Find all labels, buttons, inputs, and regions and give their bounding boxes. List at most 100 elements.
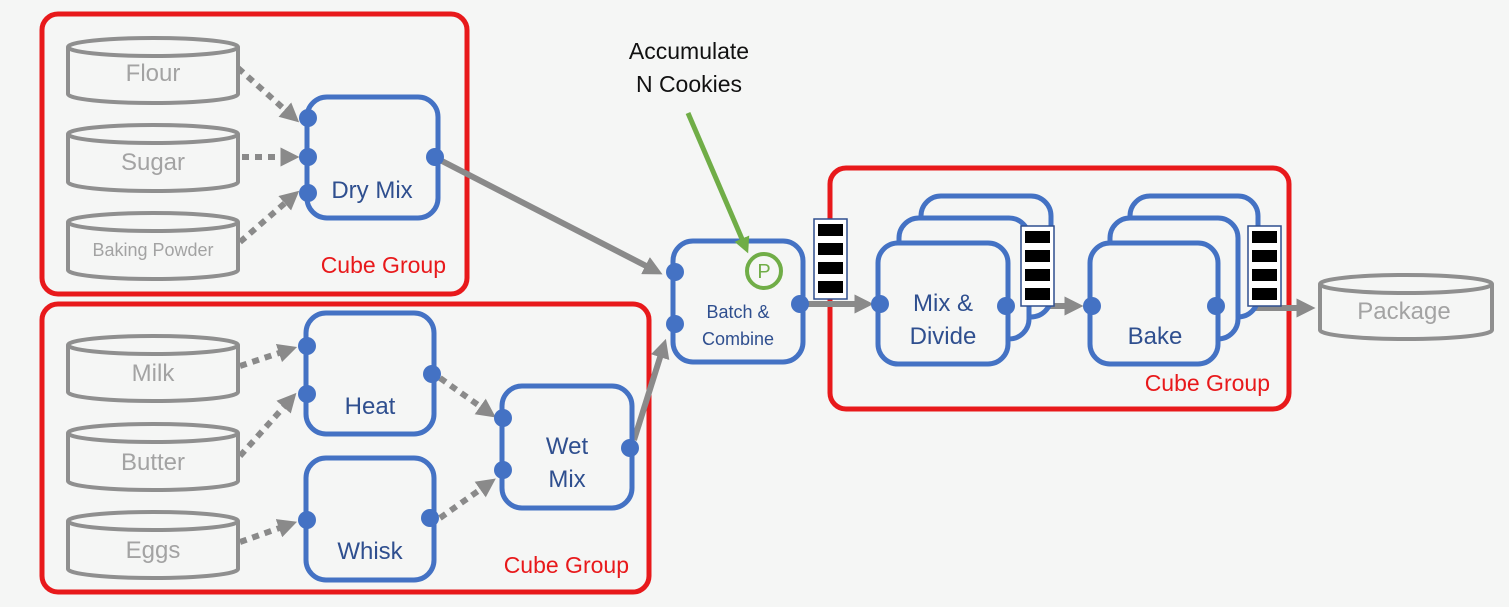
accumulate-annotation: Accumulate N Cookies xyxy=(629,38,750,254)
cylinder-body xyxy=(1318,284,1494,341)
queue-slot xyxy=(818,224,843,236)
cylinder-body xyxy=(66,433,240,492)
cylinder-top xyxy=(66,334,240,356)
cylinder-top xyxy=(66,123,240,145)
queue-slot xyxy=(1025,269,1050,281)
input-port xyxy=(666,315,684,333)
step-label-line-2: Divide xyxy=(910,323,977,350)
queue-slot xyxy=(1025,231,1050,243)
group-label: Cube Group xyxy=(321,252,446,278)
flow-eggs-to-whisk xyxy=(238,519,298,545)
step-dry-mix: Dry Mix xyxy=(299,94,444,221)
source-label: Milk xyxy=(132,360,176,387)
step-label: Heat xyxy=(345,393,396,420)
cylinder-top xyxy=(66,36,240,58)
source-label: Sugar xyxy=(121,149,185,176)
flow-whisk-to-wet-mix xyxy=(438,478,496,521)
queue-slot xyxy=(1252,269,1277,281)
flow-flour-to-dry-mix xyxy=(236,65,300,123)
step-label-line-1: Wet xyxy=(546,433,589,460)
queue-slot xyxy=(1252,250,1277,262)
output-port xyxy=(421,509,439,527)
group-frame xyxy=(39,301,652,595)
step-mix-divide: Mix & Divide xyxy=(871,193,1054,367)
queue-slot xyxy=(1025,250,1050,262)
output-port xyxy=(791,295,809,313)
cylinder-top xyxy=(1318,273,1494,295)
queue-after-batch xyxy=(813,218,848,300)
input-port xyxy=(298,511,316,529)
step-label-line-2: Mix xyxy=(548,466,585,493)
source-label: Baking Powder xyxy=(92,240,213,260)
group-label: Cube Group xyxy=(504,552,629,578)
flow-baking-powder-to-dry-mix xyxy=(238,190,300,245)
input-port xyxy=(298,337,316,355)
source-label: Flour xyxy=(126,60,181,87)
source-eggs: Eggs xyxy=(66,510,240,580)
queue-slot xyxy=(818,262,843,274)
step-label-line-2: Combine xyxy=(702,329,774,349)
queue-after-mix-divide xyxy=(1020,225,1055,307)
step-wet-mix: Wet Mix xyxy=(494,383,639,511)
partition-badge xyxy=(745,252,783,290)
sink-package: Package xyxy=(1318,273,1494,341)
source-baking-powder: Baking Powder xyxy=(66,211,240,281)
flow-heat-to-wet-mix xyxy=(438,375,496,418)
step-label: Dry Mix xyxy=(331,177,412,204)
partition-badge-label: P xyxy=(757,261,770,283)
step-heat: Heat xyxy=(298,310,441,437)
dry-cube-group: Cube Group xyxy=(39,11,470,297)
output-port xyxy=(423,365,441,383)
queue-slot xyxy=(1025,288,1050,300)
input-port xyxy=(298,385,316,403)
output-port xyxy=(426,148,444,166)
input-port xyxy=(299,184,317,202)
flow-wet-mix-to-batch xyxy=(631,338,670,441)
cylinder-body xyxy=(66,47,240,105)
input-port xyxy=(871,295,889,313)
input-port xyxy=(299,148,317,166)
input-port xyxy=(494,461,512,479)
group-label: Cube Group xyxy=(1145,370,1270,396)
output-port xyxy=(997,297,1015,315)
wet-cube-group: Cube Group xyxy=(39,301,652,595)
source-sugar: Sugar xyxy=(66,123,240,193)
cylinder-body xyxy=(66,134,240,193)
input-port xyxy=(1083,297,1101,315)
queue-slot xyxy=(1252,288,1277,300)
source-label: Butter xyxy=(121,449,185,476)
flow-butter-to-heat xyxy=(237,392,297,458)
group-frame xyxy=(39,11,470,297)
cylinder-body xyxy=(66,521,240,580)
source-butter: Butter xyxy=(66,422,240,492)
cylinder-top xyxy=(66,422,240,444)
sink-label: Package xyxy=(1357,298,1450,325)
annotation-line-2: N Cookies xyxy=(636,71,742,97)
source-milk: Milk xyxy=(66,334,240,403)
input-port xyxy=(494,409,512,427)
flow-dry-mix-to-batch xyxy=(438,157,663,275)
queue-slot xyxy=(1252,231,1277,243)
step-bake: Bake xyxy=(1083,193,1261,367)
step-label-line-1: Mix & xyxy=(913,290,973,317)
annotation-line-1: Accumulate xyxy=(629,38,749,64)
source-label: Eggs xyxy=(126,537,181,564)
step-label: Whisk xyxy=(337,538,403,565)
input-port xyxy=(666,263,684,281)
flow-milk-to-heat xyxy=(239,343,298,369)
cylinder-body xyxy=(66,222,240,281)
cylinder-body xyxy=(66,345,240,403)
step-whisk: Whisk xyxy=(298,455,439,583)
step-label-line-1: Batch & xyxy=(706,302,769,322)
source-flour: Flour xyxy=(66,36,240,105)
output-port xyxy=(1207,297,1225,315)
cylinder-top xyxy=(66,510,240,532)
step-label: Bake xyxy=(1128,323,1183,350)
queue-slot xyxy=(818,281,843,293)
queue-slot xyxy=(818,243,843,255)
cylinder-top xyxy=(66,211,240,233)
input-port xyxy=(299,109,317,127)
annotation-arrow xyxy=(685,112,750,254)
output-port xyxy=(621,439,639,457)
